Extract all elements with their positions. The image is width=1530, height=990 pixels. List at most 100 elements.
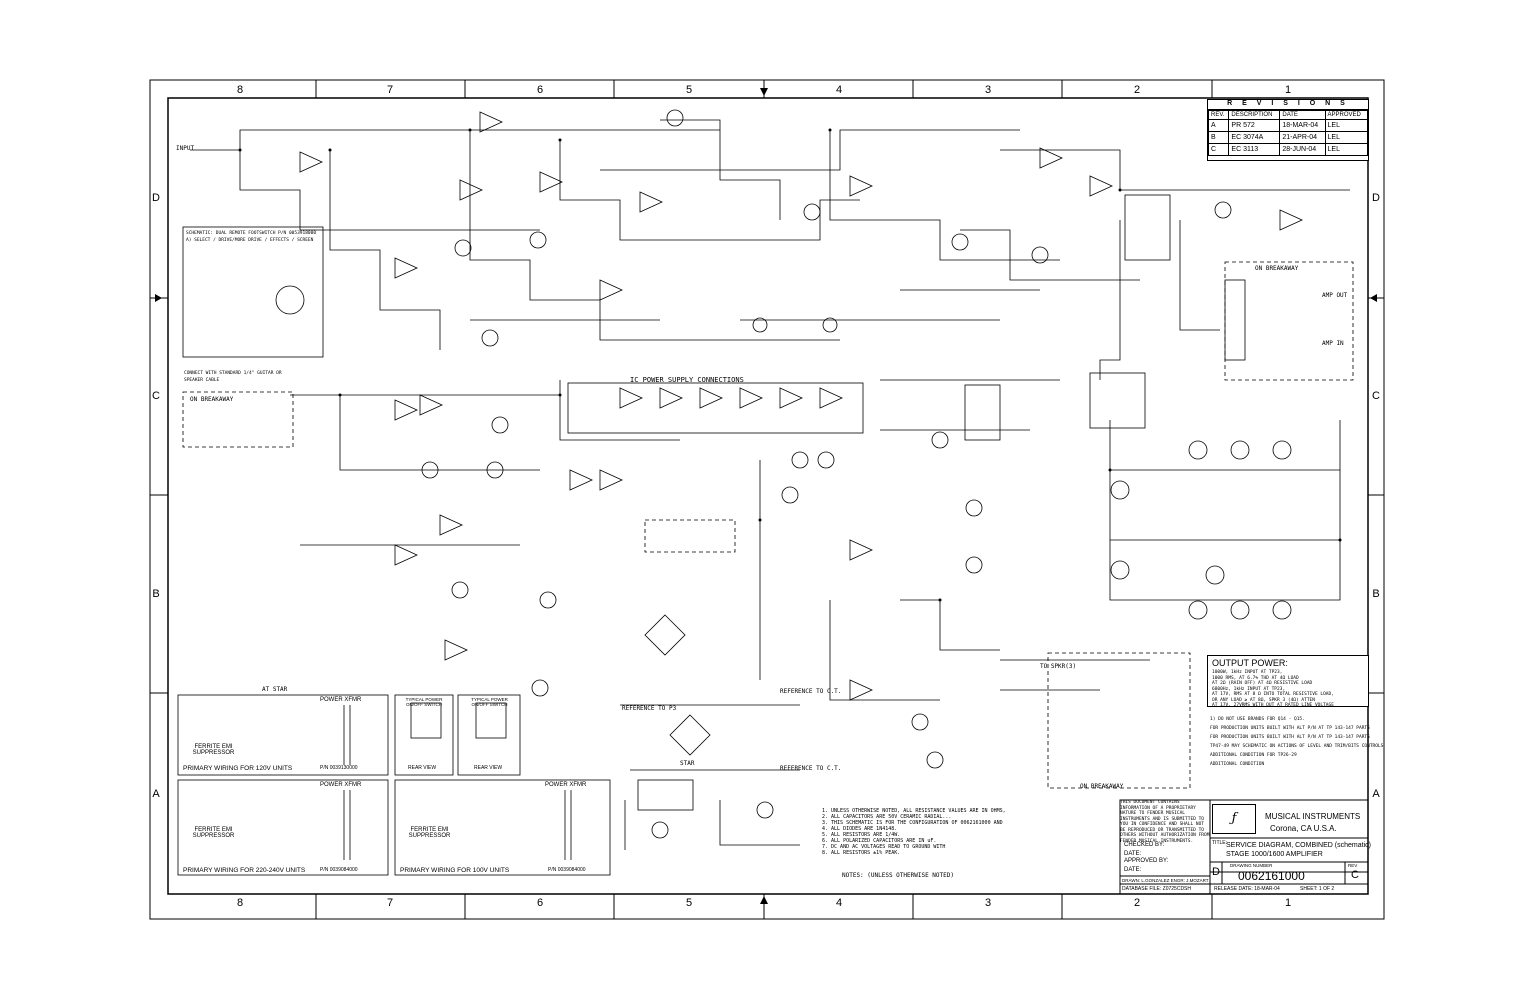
preamp-section <box>182 109 1354 448</box>
rev-cell: B <box>1207 131 1230 144</box>
zone-col-3-bottom: 3 <box>984 897 992 909</box>
ref-p3: REFERENCE TO P3 <box>622 705 677 712</box>
primary-wiring-220: PRIMARY WIRING FOR 220-240V UNITS <box>183 867 306 874</box>
primary-wiring-120: PRIMARY WIRING FOR 120V UNITS <box>183 765 293 772</box>
size-letter: D <box>1212 866 1220 878</box>
release-date: RELEASE DATE: 18-MAR-04 <box>1214 886 1280 892</box>
output-power-line: 6800Hz, 1kHz INPUT AT TP23, <box>1212 686 1286 692</box>
amp-out-label: AMP OUT <box>1322 292 1348 299</box>
date-2: DATE: <box>1124 867 1142 873</box>
note-item: 2. ALL CAPACITORS ARE 50V CERAMIC RADIAL… <box>822 814 952 820</box>
output-power-title: OUTPUT POWER: <box>1212 658 1288 668</box>
output-power-line: AT 17V, RMS AT 8 Ω INTO TOTAL RESISTIVE … <box>1212 692 1334 697</box>
on-breakaway-right: ON BREAKAWAY <box>1255 265 1299 272</box>
zone-col-7: 7 <box>386 84 394 96</box>
at-star-label: AT STAR <box>262 686 288 693</box>
rev-cell: A <box>1207 119 1230 132</box>
side-note: ADDITIONAL CONDITION <box>1210 762 1265 767</box>
zone-col-6-bottom: 6 <box>536 897 544 909</box>
date-cell: 18-MAR-04 <box>1279 119 1326 132</box>
ic-power-label: IC POWER SUPPLY CONNECTIONS <box>630 376 744 384</box>
inner-border <box>167 97 1369 895</box>
date-1: DATE: <box>1124 851 1142 857</box>
drawing-number-label: DRAWING NUMBER <box>1230 863 1273 868</box>
checked-by: CHECKED BY: <box>1124 842 1165 848</box>
on-breakaway-bottom: ON BREAKAWAY <box>1080 783 1124 790</box>
company-location: Corona, CA U.S.A. <box>1270 824 1337 833</box>
power-xfmr-title-2: POWER XFMR <box>320 782 362 788</box>
primary-wiring-100: PRIMARY WIRING FOR 100V UNITS <box>400 867 510 874</box>
connect-note: CONNECT WITH STANDARD 1/4" GUITAR OR SPE… <box>184 371 282 383</box>
description-header: DESCRIPTION <box>1228 110 1281 120</box>
ferrite-label-1: FERRITE EMI SUPPRESSOR <box>192 744 235 756</box>
notes-title: NOTES: (UNLESS OTHERWISE NOTED) <box>842 872 954 879</box>
note-item: 6. ALL POLARIZED CAPACITORS ARE IN uF. <box>822 838 937 844</box>
zone-row-c-right: C <box>1372 390 1380 402</box>
zone-row-d-right: D <box>1372 192 1380 204</box>
fender-logo: ƒ <box>1212 804 1256 834</box>
revision-row: C EC 3113 28-JUN-04 LEL <box>1207 143 1369 156</box>
side-note: FOR PRODUCTION UNITS BUILT WITH ALT P/N … <box>1210 735 1370 740</box>
to-spkr-label: TO SPKR(3) <box>1040 663 1077 670</box>
rev-label: REV <box>1348 863 1358 868</box>
side-notes: 1) DO NOT USE BRANDS FOR Q14 - Q15. FOR … <box>1210 715 1383 769</box>
zone-col-6: 6 <box>536 84 544 96</box>
note-item: 3. THIS SCHEMATIC IS FOR THE CONFIGURATI… <box>822 820 1003 826</box>
revisions-table: R E V I S I O N S REV. DESCRIPTION DATE … <box>1207 99 1369 161</box>
switch-title-1: TYPICAL POWER ON/OFF SWITCH <box>405 697 443 707</box>
ref-ct-1: REFERENCE TO C.T. <box>780 688 842 695</box>
approved-by: APPROVED BY: <box>1124 858 1169 864</box>
power-xfmr-title-3: POWER XFMR <box>545 782 587 788</box>
zone-col-8-bottom: 8 <box>236 897 244 909</box>
side-note: TP47-49 MAY SCHEMATIC ON ACTIONS OF LEVE… <box>1210 744 1384 749</box>
title-block-frame <box>1119 799 1369 895</box>
mid-section <box>290 372 1146 769</box>
outer-border <box>149 79 1385 920</box>
zone-ticks <box>150 80 1384 919</box>
amp-in-label: AMP IN <box>1322 340 1344 347</box>
zone-col-5-bottom: 5 <box>685 897 693 909</box>
approved-cell: LEL <box>1324 143 1369 156</box>
zone-col-1: 1 <box>1284 84 1292 96</box>
description-cell: EC 3113 <box>1228 143 1281 156</box>
zone-col-4: 4 <box>835 84 843 96</box>
title-line-1: SERVICE DIAGRAM, COMBINED (schematic) <box>1226 842 1371 849</box>
zone-col-8: 8 <box>236 84 244 96</box>
side-note: ADDITIONAL CONDITION FOR TP26-29 <box>1210 753 1297 758</box>
date-cell: 21-APR-04 <box>1279 131 1326 144</box>
zone-col-5: 5 <box>685 84 693 96</box>
zone-col-1-bottom: 1 <box>1284 897 1292 909</box>
zone-row-b: B <box>152 588 160 600</box>
zone-col-2-bottom: 2 <box>1133 897 1141 909</box>
output-stage <box>900 420 1341 789</box>
zone-row-d: D <box>152 192 160 204</box>
output-power-line: AT 2Ω (RAIN OFF) AT 4Ω RESISTIVE LOAD <box>1212 681 1313 686</box>
revisions-title: R E V I S I O N S <box>1208 100 1368 110</box>
description-cell: PR 572 <box>1228 119 1281 132</box>
date-header: DATE <box>1279 110 1326 120</box>
output-power-line: OR ANY LOAD ≥ AT 8Ω, SPKR 3 (4Ω) ATTEN <box>1212 697 1315 703</box>
zone-col-7-bottom: 7 <box>386 897 394 909</box>
zone-row-b-right: B <box>1372 588 1380 600</box>
title-line-2: STAGE 1000/1600 AMPLIFIER <box>1226 851 1323 858</box>
ferrite-label-3: FERRITE EMI SUPPRESSOR <box>408 827 451 839</box>
pn-120: P/N 0039130000 <box>320 765 358 771</box>
pn-100: P/N 0039084000 <box>548 867 586 873</box>
zone-row-a: A <box>152 788 160 800</box>
switch-rear-2: REAR VIEW <box>474 765 503 771</box>
note-item: 1. UNLESS OTHERWISE NOTED, ALL RESISTANC… <box>822 808 1006 814</box>
output-power-line: 1000 RMS, AT 6.7% THD AT 4Ω LOAD <box>1212 675 1299 681</box>
zone-row-c: C <box>152 390 160 402</box>
ferrite-label-2: FERRITE EMI SUPPRESSOR <box>192 827 235 839</box>
ref-ct-2: REFERENCE TO C.T. <box>780 765 842 772</box>
output-power-text: 1000W, 1kHz INPUT AT TP23, 1000 RMS, AT … <box>1208 670 1368 709</box>
output-power-line: AT 17V, 27VRMS WITH OUT AT RATED LINE VO… <box>1212 703 1334 708</box>
component-dots <box>238 128 1342 602</box>
drawn-by: DRAWN: L.GONZALEZ ENGR: J.MOZART <box>1122 878 1209 883</box>
power-xfmr-title-1: POWER XFMR <box>320 697 362 703</box>
note-item: 7. DC AND AC VOLTAGES READ TO GROUND WIT… <box>822 844 946 850</box>
drawing-number: 0062161000 <box>1238 869 1305 883</box>
zone-col-3: 3 <box>984 84 992 96</box>
output-power-box: OUTPUT POWER: 1000W, 1kHz INPUT AT TP23,… <box>1207 655 1369 709</box>
